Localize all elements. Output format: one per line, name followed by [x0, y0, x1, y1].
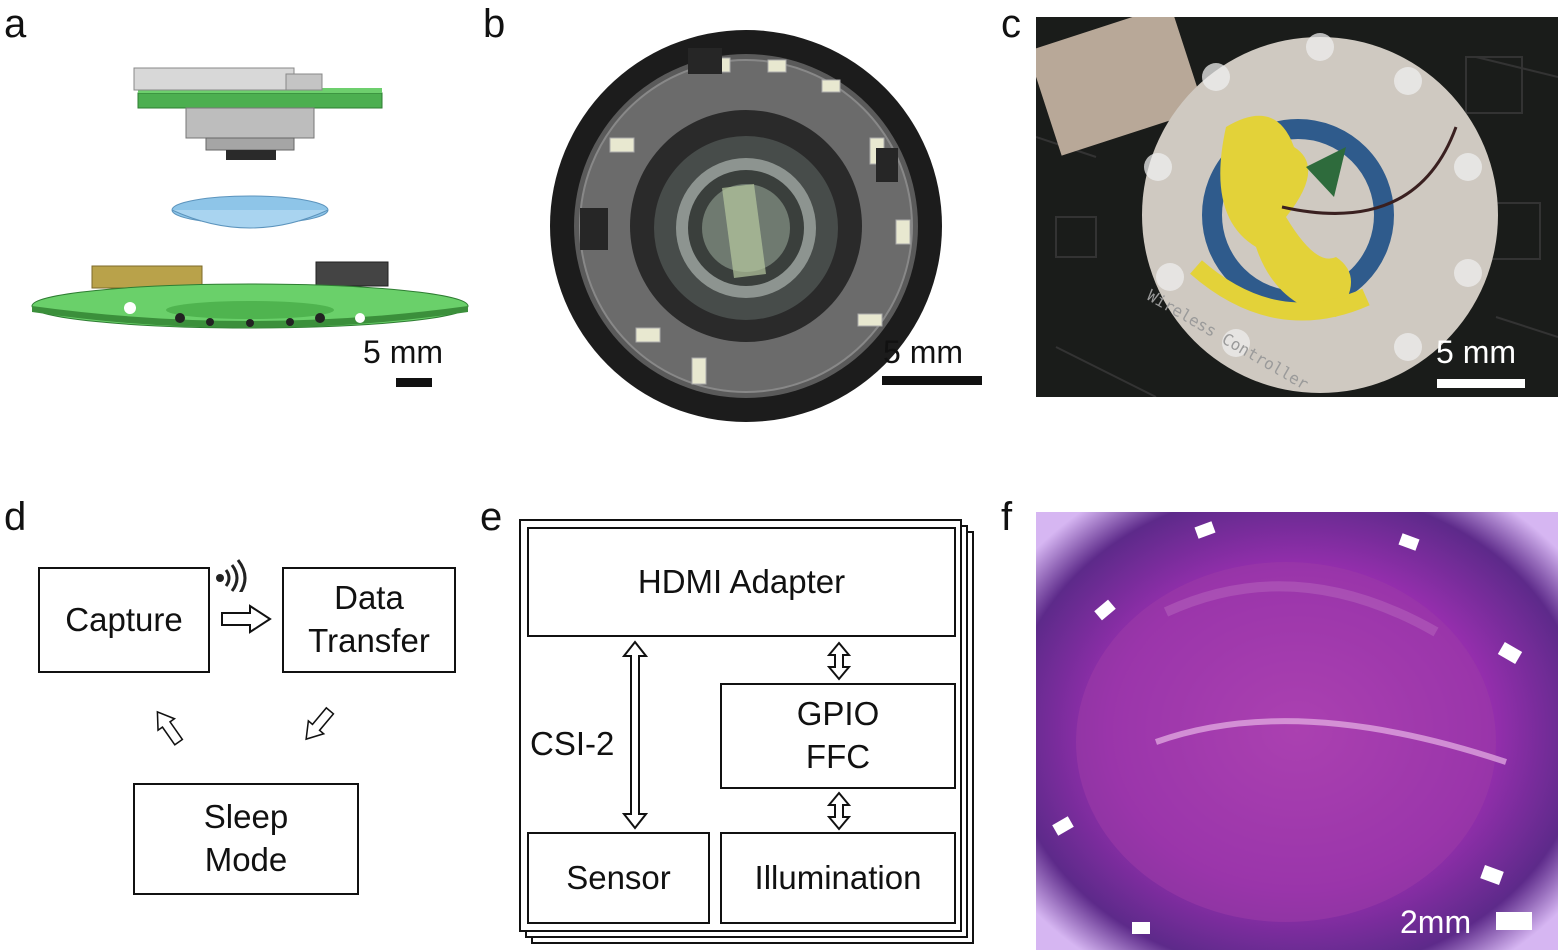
- panel-label-d: d: [4, 495, 27, 539]
- double-arrow-icon: [622, 640, 648, 830]
- camera-body: [185, 107, 315, 139]
- ring-board-photo: [550, 30, 942, 422]
- scale-text-b: 5 mm: [883, 334, 963, 370]
- gpio-ffc-box: GPIO FFC: [720, 683, 956, 789]
- scale-bar-f: [1496, 912, 1532, 930]
- panel-label-c: c: [1001, 2, 1021, 46]
- camera-pcb: [137, 92, 383, 109]
- scale-bar-b: [882, 376, 982, 385]
- double-arrow-icon: [827, 791, 851, 831]
- cad-exploded-render: [31, 67, 469, 329]
- panel-label-b: b: [483, 2, 506, 46]
- ffc-connector: [133, 67, 295, 91]
- panel-label-a: a: [4, 2, 27, 46]
- scale-text-f: 2mm: [1400, 904, 1472, 940]
- scale-bar-a: [396, 378, 432, 387]
- camera-lens: [226, 150, 276, 160]
- scale-text-c: 5 mm: [1436, 334, 1516, 370]
- illumination-box: Illumination: [720, 832, 956, 924]
- sensor-box: Sensor: [527, 832, 710, 924]
- arrow-up-left-icon: [156, 710, 184, 746]
- panel-label-e: e: [480, 495, 503, 539]
- wireless-signal-icon: [216, 559, 247, 592]
- hdmi-adapter-box: HDMI Adapter: [527, 527, 956, 637]
- double-arrow-icon: [827, 641, 851, 681]
- capture-box: Capture: [38, 567, 210, 673]
- tissue-image: [1036, 512, 1558, 950]
- csi2-label: CSI-2: [530, 725, 615, 762]
- arrow-down-left-icon: [305, 706, 335, 741]
- board-label-sticker: [1036, 17, 1205, 156]
- scale-text-a: 5 mm: [363, 334, 443, 370]
- arrow-right-icon: [221, 604, 272, 634]
- panel-label-f: f: [1001, 495, 1013, 539]
- sleep-mode-box: Sleep Mode: [133, 783, 359, 895]
- scale-bar-c: [1437, 379, 1525, 388]
- data-transfer-box: Data Transfer: [282, 567, 456, 673]
- wireless-controller-photo: Wireless Controller: [1036, 17, 1558, 397]
